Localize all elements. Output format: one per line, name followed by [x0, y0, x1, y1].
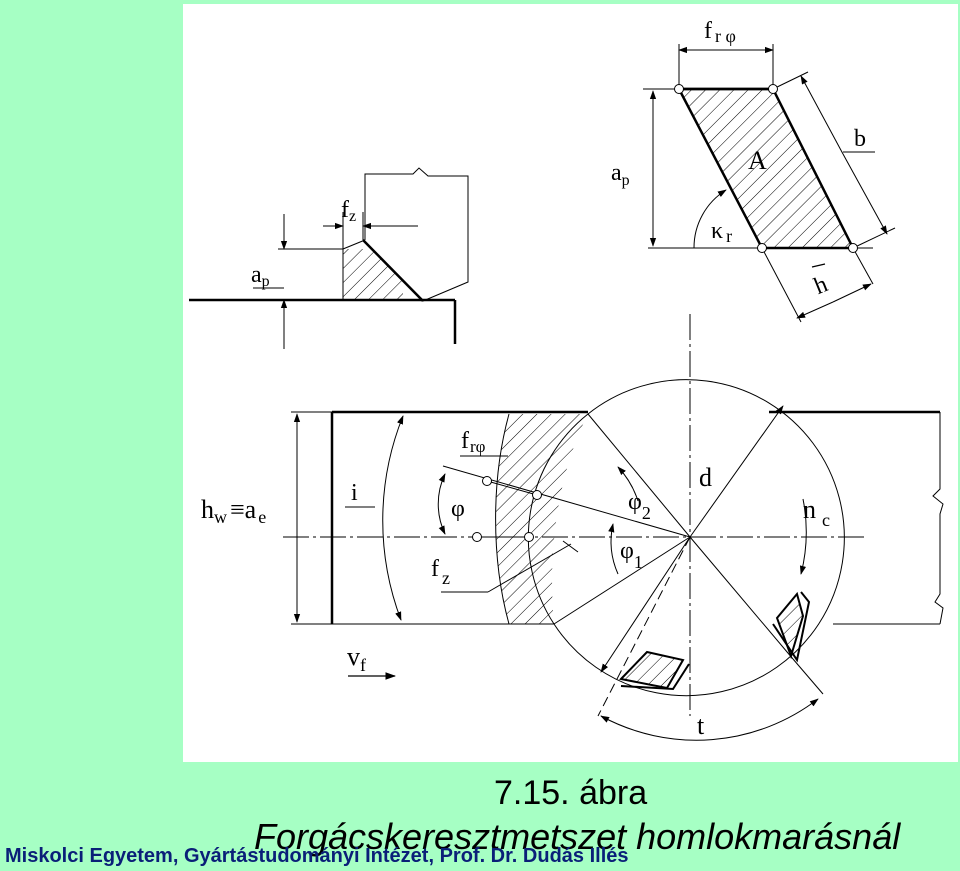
side-view [189, 167, 469, 349]
plan-view-radius-right [689, 536, 794, 660]
plan-view-previous-path [495, 413, 510, 625]
chip-section-b-label: b [854, 126, 866, 152]
chip-section-markers [674, 84, 858, 253]
side-view-ap-label: ap [251, 262, 270, 290]
face-milling-diagram: ap fz [189, 18, 944, 741]
chip-section [643, 44, 896, 323]
plan-view-t-arc [600, 698, 819, 741]
plan-view-insert-lower-edge [620, 663, 690, 691]
plan-view-break-line [932, 412, 944, 625]
chip-section-corner-marker [848, 243, 858, 253]
chip-section-corner-marker [757, 243, 767, 253]
side-view-cutting-edge [362, 239, 424, 302]
chip-section-h-ext-left [761, 247, 802, 323]
plan-view-fr-chord [486, 480, 538, 496]
side-view-chip-mask [363, 240, 433, 301]
plan-view-i-label: i [351, 480, 358, 506]
chip-section-b-ext-bottom [852, 227, 896, 249]
plan-view-i-arc [382, 415, 404, 621]
chip-section-b-dim [800, 75, 844, 155]
chip-section-b-dim-2 [842, 153, 888, 235]
plan-view-phi1-label: φ1 [620, 538, 643, 572]
chip-section-h-dim-2 [832, 283, 872, 303]
plan-view-rotation-arrow [799, 498, 807, 575]
chip-section-h-bar [811, 263, 826, 268]
plan-view-t-label: t [697, 711, 705, 740]
plan-view-fz-leader-2 [487, 543, 572, 593]
plan-view-t-ext-right [792, 658, 824, 695]
plan-view-point-marker [532, 490, 542, 500]
plan-view [283, 314, 944, 741]
plan-view-vf-label: vf [347, 642, 366, 675]
chip-section-b-ext-top [772, 71, 809, 90]
plan-view-phi-ray [442, 465, 691, 538]
drawing-panel: ap fz [183, 4, 958, 762]
plan-view-t-ext-left [597, 536, 691, 717]
chip-section-corner-marker [674, 84, 684, 94]
plan-view-markers [472, 476, 542, 542]
plan-view-point-marker [524, 532, 534, 542]
plan-view-phi-label: φ [451, 496, 465, 522]
chip-section-kappa-arc [693, 189, 727, 249]
plan-view-d-label: d [699, 463, 712, 492]
plan-view-insert-right-edge [772, 591, 811, 663]
chip-section-h-dim [796, 301, 834, 319]
chip-section-area-label: A [748, 146, 767, 175]
plan-view-point-marker [482, 476, 492, 486]
plan-view-phi2-arc [617, 466, 639, 502]
plan-view-tool-circle-inner [527, 413, 589, 625]
plan-view-tick-1 [562, 540, 579, 553]
plan-view-phi2-label: φ2 [628, 489, 651, 523]
plan-view-insert-lower [619, 650, 685, 690]
plan-view-point-marker [472, 532, 482, 542]
footer-credit: Miskolci Egyetem, Gyártástudományi Intéz… [5, 845, 629, 867]
plan-view-radius-lower [553, 536, 691, 625]
figure-number: 7.15. ábra [494, 774, 648, 812]
plan-view-chip-area [495, 414, 588, 624]
side-view-fz-label: fz [341, 197, 356, 225]
figure-title: Forgácskeresztmetszet homlokmarásnál [254, 816, 901, 857]
side-view-labels: ap fz [251, 197, 356, 290]
plan-view-phi-arc [437, 473, 446, 535]
plan-view-radius-down [600, 536, 691, 673]
chip-section-ap-label: ap [611, 160, 630, 189]
plan-view-fr-label: frφ [461, 428, 486, 456]
chip-section-corner-marker [768, 84, 778, 94]
plan-view-radius-d [689, 405, 784, 538]
side-view-tool-outline [364, 167, 469, 302]
chip-section-h-label: h [810, 271, 831, 300]
plan-view-tool-circle [553, 379, 845, 697]
plan-view-radius-upper [587, 413, 691, 538]
plan-view-phi1-arc [608, 523, 619, 575]
chip-section-h-ext-right [852, 247, 874, 285]
